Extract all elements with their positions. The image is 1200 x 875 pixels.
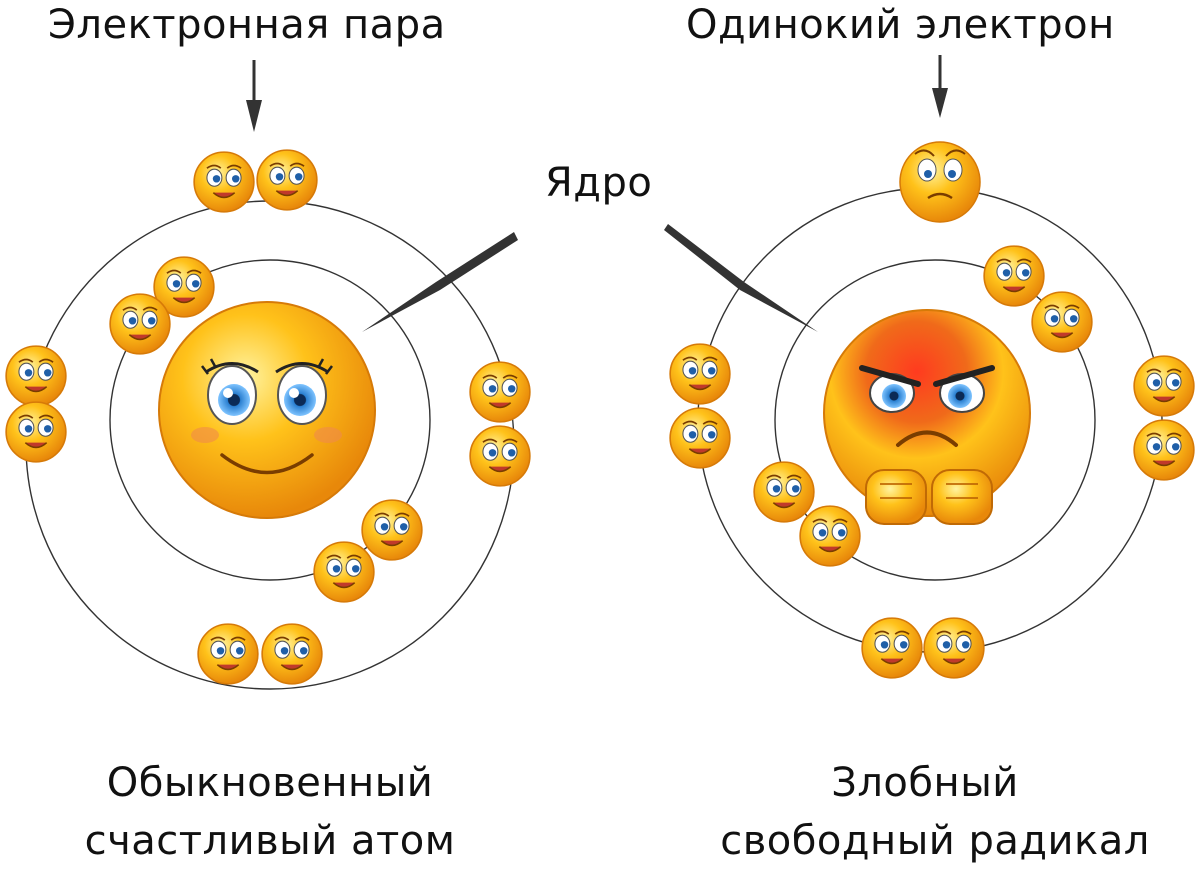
- electron-pair-label: Электронная пара: [48, 2, 446, 48]
- radical-caption-line2: свободный радикал: [720, 818, 1150, 864]
- radical-caption-line1: Злобный: [831, 760, 1019, 806]
- electron-pair-arrow: [246, 60, 262, 132]
- worried-smiley-icon: [899, 141, 981, 223]
- electron-pair-lower-right: [313, 499, 423, 603]
- electron-pair-lower-left: [753, 461, 861, 567]
- happy-smiley-icon: [158, 301, 376, 519]
- electron-pair-upper-right: [983, 245, 1093, 353]
- happy-atom: [5, 149, 531, 690]
- inner-orbit: [109, 259, 431, 581]
- happy-atom-caption-line2: счастливый атом: [84, 818, 456, 864]
- nucleus-pointer-right: [664, 224, 818, 332]
- electron-pair-bottom: [861, 617, 985, 679]
- inner-orbit: [774, 259, 1096, 581]
- electron-pair-bottom: [197, 623, 323, 685]
- electron-pair-top: [193, 149, 318, 213]
- nucleus-pointer-left: [362, 232, 518, 332]
- lone-electron-arrow: [932, 55, 948, 118]
- electron-pair-left: [669, 343, 731, 469]
- electron-pair-right: [1133, 355, 1195, 481]
- electron-pair-left: [5, 345, 67, 463]
- fists: [865, 469, 993, 525]
- angry-smiley-icon: [823, 309, 1031, 525]
- nucleus-label: Ядро: [545, 160, 653, 206]
- happy-atom-caption-line1: Обыкновенный: [106, 760, 434, 806]
- radical-atom: [669, 141, 1195, 679]
- electron-pair-right: [469, 361, 531, 487]
- lone-electron-label: Одинокий электрон: [686, 2, 1115, 48]
